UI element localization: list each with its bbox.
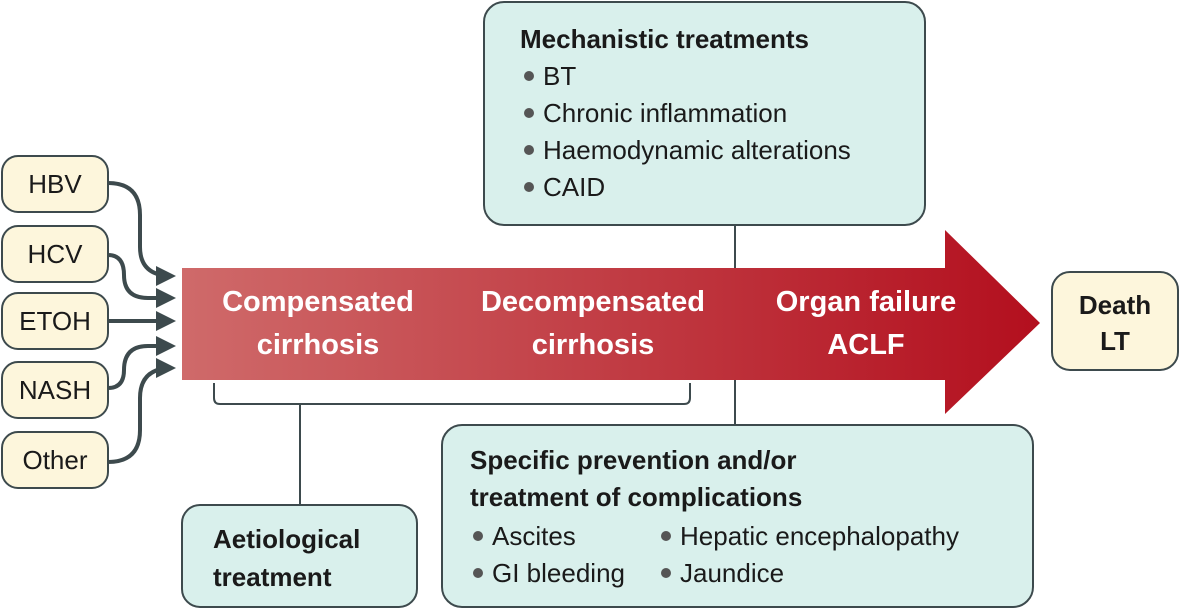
aetiological-bracket <box>213 383 691 405</box>
specific-item-ascites: Ascites <box>492 521 576 551</box>
mechanistic-item-inflammation: Chronic inflammation <box>543 98 787 128</box>
mechanistic-item-haemodynamic: Haemodynamic alterations <box>543 135 851 165</box>
progression-arrow <box>182 230 1040 414</box>
cause-hcv-label: HCV <box>28 239 84 269</box>
stage-compensated: Compensated cirrhosis <box>222 286 414 361</box>
bullet-icon <box>473 531 483 541</box>
bullet-icon <box>473 568 483 578</box>
cause-other-label: Other <box>22 445 87 475</box>
mechanistic-treatments-box: Mechanistic treatments BT Chronic inflam… <box>483 1 926 226</box>
stage-organ-failure-line2: ACLF <box>827 329 904 361</box>
specific-item-gi-bleeding: GI bleeding <box>492 558 625 588</box>
other-arrow <box>107 358 176 464</box>
outcome-death: Death <box>1079 290 1151 320</box>
cause-etoh: ETOH <box>1 292 109 350</box>
specific-item-hepatic-encephalopathy: Hepatic encephalopathy <box>680 521 959 551</box>
cause-other: Other <box>1 431 109 489</box>
stage-decompensated-line1: Decompensated <box>481 286 705 318</box>
specific-prevention-box: Specific prevention and/or treatment of … <box>441 424 1034 608</box>
mechanistic-title: Mechanistic treatments <box>520 24 809 54</box>
cause-etoh-label: ETOH <box>19 306 91 336</box>
cause-arrows <box>107 181 176 464</box>
aetiological-title-line1: Aetiological <box>213 524 360 554</box>
specific-title-line2: treatment of complications <box>470 482 802 512</box>
hcv-arrow <box>107 253 176 308</box>
stage-organ-failure: Organ failure ACLF <box>776 286 957 361</box>
stage-decompensated: Decompensated cirrhosis <box>481 286 705 361</box>
hbv-arrow <box>107 181 176 286</box>
cause-nash: NASH <box>1 361 109 419</box>
cause-hbv: HBV <box>1 155 109 213</box>
bullet-icon <box>524 108 534 118</box>
aetiological-title-line2: treatment <box>213 562 332 592</box>
stage-compensated-line2: cirrhosis <box>257 329 380 361</box>
aetiological-treatment-box: Aetiological treatment <box>181 504 418 608</box>
outcome-box: Death LT <box>1051 271 1179 371</box>
cause-hcv: HCV <box>1 225 109 283</box>
bullet-icon <box>524 145 534 155</box>
cause-nash-label: NASH <box>19 375 91 405</box>
outcome-lt: LT <box>1100 326 1130 356</box>
specific-item-jaundice: Jaundice <box>680 558 784 588</box>
bullet-icon <box>661 568 671 578</box>
bullet-icon <box>524 182 534 192</box>
cause-hbv-label: HBV <box>28 169 82 199</box>
mechanistic-item-bt: BT <box>543 61 576 91</box>
specific-title-line1: Specific prevention and/or <box>470 445 797 475</box>
nash-arrow <box>107 336 176 390</box>
stage-organ-failure-line1: Organ failure <box>776 286 957 318</box>
mechanistic-item-caid: CAID <box>543 172 605 202</box>
stage-decompensated-line2: cirrhosis <box>532 329 655 361</box>
stage-compensated-line1: Compensated <box>222 286 414 318</box>
bullet-icon <box>661 531 671 541</box>
bullet-icon <box>524 71 534 81</box>
